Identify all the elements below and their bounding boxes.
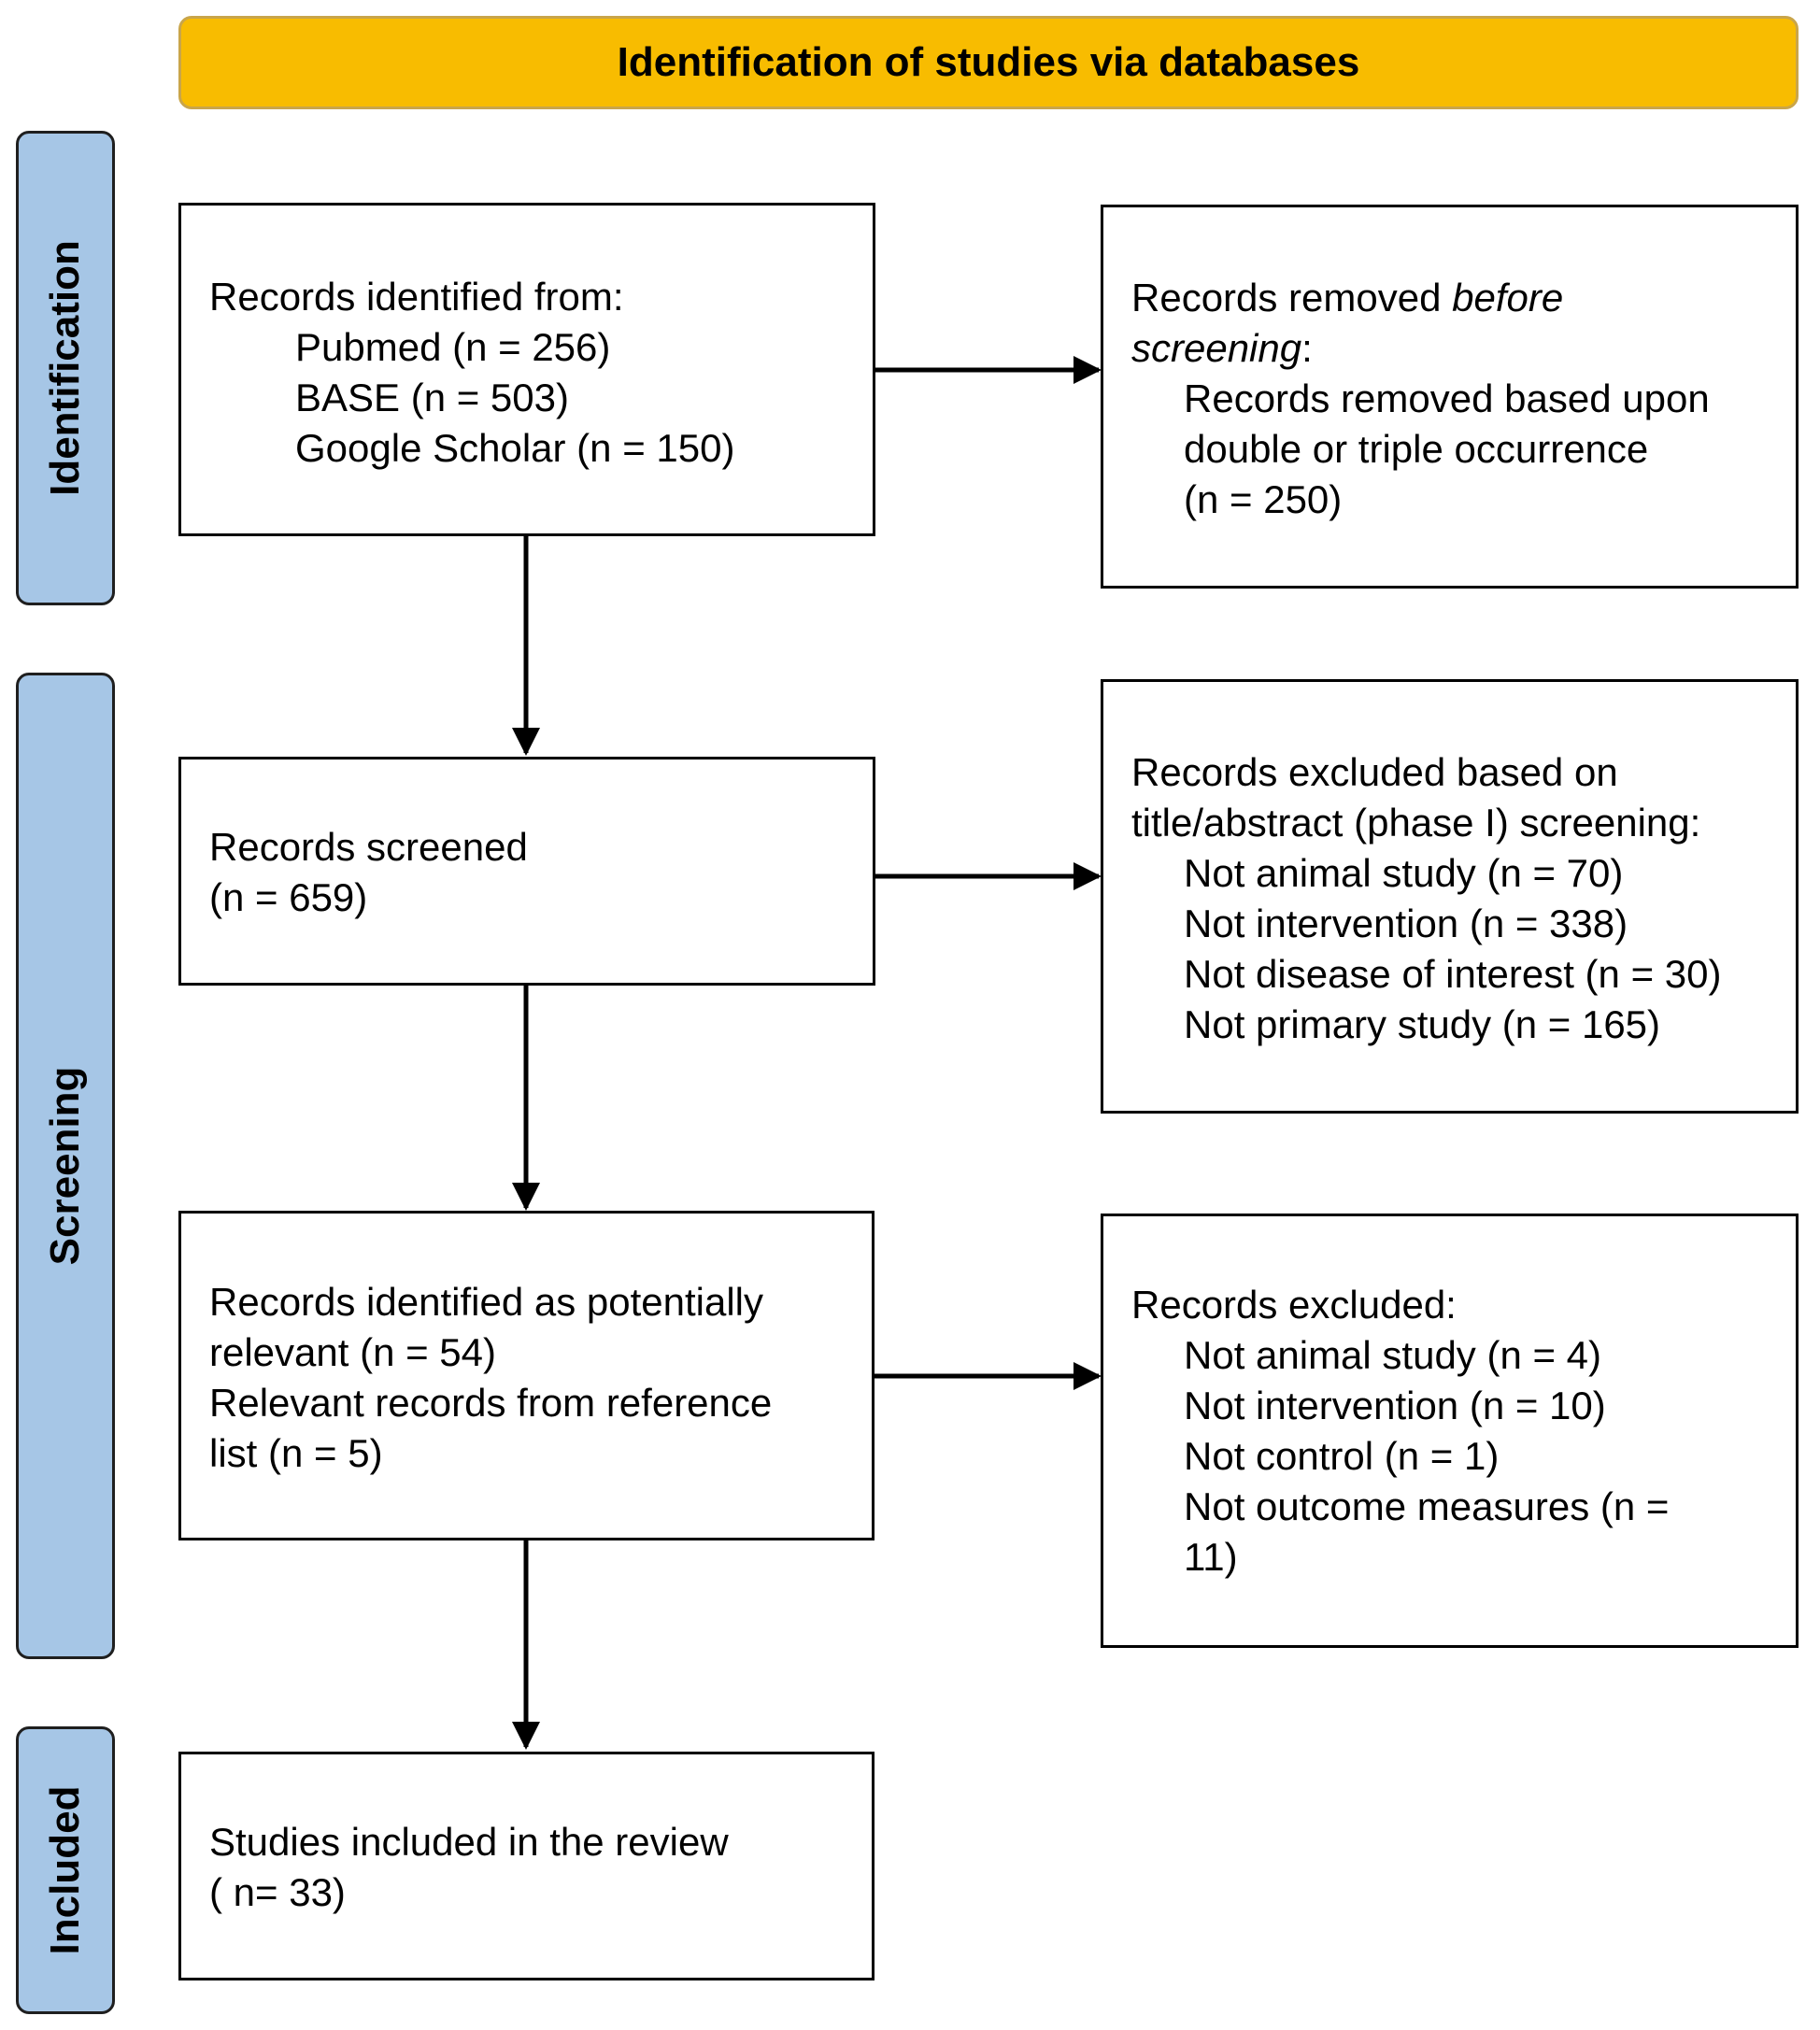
- source-base: BASE (n = 503): [295, 376, 569, 419]
- removed-line2-italic: screening: [1131, 326, 1302, 370]
- phase-included-label: Included: [42, 1785, 88, 1955]
- excluded-reason-2: Not intervention (n = 10): [1184, 1384, 1606, 1427]
- relevant-line-2: relevant (n = 54): [209, 1330, 497, 1374]
- removed-detail-1: Records removed based upon: [1184, 376, 1710, 420]
- screened-line-2: (n = 659): [209, 875, 368, 919]
- included-line-1: Studies included in the review: [209, 1820, 729, 1864]
- relevant-line-4: list (n = 5): [209, 1431, 383, 1475]
- phase-screening: Screening: [16, 673, 115, 1659]
- excluded-reason-3: Not control (n = 1): [1184, 1434, 1500, 1478]
- removed-detail-3: (n = 250): [1184, 477, 1343, 521]
- excluded-reason-4: Not outcome measures (n =: [1184, 1484, 1670, 1528]
- phase-included: Included: [16, 1726, 115, 2014]
- phase-identification: Identification: [16, 131, 115, 605]
- source-pubmed: Pubmed (n = 256): [295, 325, 611, 369]
- phase-identification-label: Identification: [42, 240, 88, 496]
- phase-screening-label: Screening: [42, 1066, 88, 1266]
- box-excluded-phase1: Records excluded based on title/abstract…: [1101, 679, 1799, 1114]
- relevant-line-3: Relevant records from reference: [209, 1381, 773, 1425]
- box-records-screened: Records screened (n = 659): [178, 757, 875, 986]
- excluded-phase1-reason-4: Not primary study (n = 165): [1184, 1002, 1661, 1046]
- box-potentially-relevant: Records identified as potentially releva…: [178, 1211, 874, 1540]
- removed-line2-rest: :: [1301, 326, 1313, 370]
- removed-heading-line2: screening:: [1131, 323, 1777, 374]
- excluded-phase1-reason-3: Not disease of interest (n = 30): [1184, 952, 1722, 996]
- excluded-phase1-heading-1: Records excluded based on: [1131, 750, 1618, 794]
- box-records-identified: Records identified from: Pubmed (n = 256…: [178, 203, 875, 536]
- removed-detail-2: double or triple occurrence: [1184, 427, 1649, 471]
- removed-heading: Records removed before: [1131, 273, 1777, 323]
- excluded-phase1-reason-1: Not animal study (n = 70): [1184, 851, 1624, 895]
- included-line-2: ( n= 33): [209, 1870, 346, 1914]
- box-records-excluded: Records excluded: Not animal study (n = …: [1101, 1214, 1799, 1648]
- excluded-reason-1: Not animal study (n = 4): [1184, 1333, 1602, 1377]
- excluded-phase1-heading-2: title/abstract (phase I) screening:: [1131, 801, 1701, 845]
- removed-heading-text: Records removed: [1131, 276, 1453, 319]
- box-studies-included: Studies included in the review ( n= 33): [178, 1752, 874, 1980]
- excluded-phase1-reason-2: Not intervention (n = 338): [1184, 901, 1628, 945]
- box-records-removed: Records removed before screening: Record…: [1101, 205, 1799, 589]
- excluded-heading: Records excluded:: [1131, 1283, 1457, 1327]
- removed-heading-italic: before: [1452, 276, 1564, 319]
- header-banner: Identification of studies via databases: [178, 16, 1799, 109]
- screened-line-1: Records screened: [209, 825, 528, 869]
- identified-heading: Records identified from:: [209, 275, 624, 319]
- relevant-line-1: Records identified as potentially: [209, 1280, 764, 1324]
- source-google-scholar: Google Scholar (n = 150): [295, 426, 735, 470]
- header-title: Identification of studies via databases: [617, 39, 1360, 85]
- excluded-reason-5: 11): [1184, 1535, 1238, 1579]
